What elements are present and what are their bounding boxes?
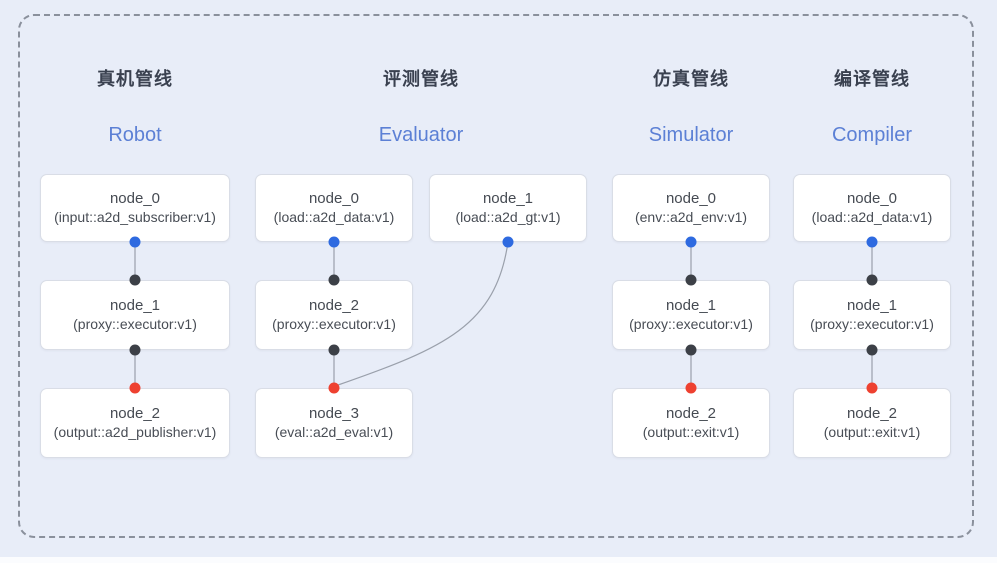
black-port-dot	[129, 344, 141, 356]
pipeline-title-simulator-zh: 仿真管线	[653, 69, 729, 89]
pipeline-node: node_1 (proxy::executor:v1)	[612, 280, 770, 350]
node-name: node_0	[109, 189, 161, 207]
node-type: (output::a2d_publisher:v1)	[53, 424, 217, 441]
black-port-dot	[328, 344, 340, 356]
pipeline-node: node_1 (proxy::executor:v1)	[793, 280, 951, 350]
black-port-dot	[685, 274, 697, 286]
pipeline-title-compiler-zh: 编译管线	[834, 69, 910, 89]
pipeline-node: node_2 (output::exit:v1)	[793, 388, 951, 458]
pipeline-node: node_0 (load::a2d_data:v1)	[255, 174, 413, 242]
pipeline-node: node_3 (eval::a2d_eval:v1)	[255, 388, 413, 458]
black-port-dot	[866, 344, 878, 356]
node-name: node_1	[665, 296, 717, 314]
node-name: node_2	[109, 404, 161, 422]
node-name: node_1	[482, 189, 534, 207]
node-type: (output::exit:v1)	[642, 424, 740, 441]
pipeline-title-robot-zh: 真机管线	[97, 69, 173, 89]
pipeline-node: node_1 (proxy::executor:v1)	[40, 280, 230, 350]
node-type: (output::exit:v1)	[823, 424, 921, 441]
pipeline-node: node_0 (load::a2d_data:v1)	[793, 174, 951, 242]
blue-port-dot	[685, 236, 697, 248]
pipeline-subtitle-evaluator: Evaluator	[378, 124, 464, 146]
pipeline-node: node_2 (output::a2d_publisher:v1)	[40, 388, 230, 458]
pipeline-node: node_2 (proxy::executor:v1)	[255, 280, 413, 350]
node-type: (proxy::executor:v1)	[73, 316, 197, 333]
node-type: (load::a2d_gt:v1)	[455, 209, 561, 226]
node-type: (eval::a2d_eval:v1)	[274, 424, 394, 441]
pipeline-panel-dashed-border	[18, 14, 974, 538]
node-name: node_0	[308, 189, 360, 207]
red-port-dot	[685, 382, 697, 394]
pipeline-node: node_0 (env::a2d_env:v1)	[612, 174, 770, 242]
node-name: node_2	[846, 404, 898, 422]
blue-port-dot	[502, 236, 514, 248]
black-port-dot	[328, 274, 340, 286]
blue-port-dot	[129, 236, 141, 248]
red-port-dot	[866, 382, 878, 394]
pipeline-node: node_1 (load::a2d_gt:v1)	[429, 174, 587, 242]
node-type: (proxy::executor:v1)	[629, 316, 753, 333]
pipeline-node: node_0 (input::a2d_subscriber:v1)	[40, 174, 230, 242]
node-name: node_3	[308, 404, 360, 422]
pipeline-subtitle-simulator: Simulator	[648, 124, 734, 146]
black-port-dot	[866, 274, 878, 286]
connector-curve	[337, 241, 509, 386]
node-type: (proxy::executor:v1)	[810, 316, 934, 333]
red-port-dot	[129, 382, 141, 394]
black-port-dot	[685, 344, 697, 356]
node-name: node_2	[308, 296, 360, 314]
blue-port-dot	[866, 236, 878, 248]
bottom-edge-strip	[0, 557, 997, 563]
node-type: (input::a2d_subscriber:v1)	[54, 209, 216, 226]
pipeline-title-evaluator-zh: 评测管线	[383, 69, 459, 89]
node-name: node_2	[665, 404, 717, 422]
node-type: (env::a2d_env:v1)	[634, 209, 748, 226]
node-name: node_1	[109, 296, 161, 314]
node-type: (proxy::executor:v1)	[272, 316, 396, 333]
pipeline-node: node_2 (output::exit:v1)	[612, 388, 770, 458]
node-type: (load::a2d_data:v1)	[811, 209, 933, 226]
pipeline-subtitle-compiler: Compiler	[831, 124, 913, 146]
blue-port-dot	[328, 236, 340, 248]
node-name: node_0	[665, 189, 717, 207]
node-name: node_0	[846, 189, 898, 207]
black-port-dot	[129, 274, 141, 286]
pipeline-subtitle-robot: Robot	[108, 124, 162, 146]
node-type: (load::a2d_data:v1)	[273, 209, 395, 226]
red-port-dot	[328, 382, 340, 394]
node-name: node_1	[846, 296, 898, 314]
